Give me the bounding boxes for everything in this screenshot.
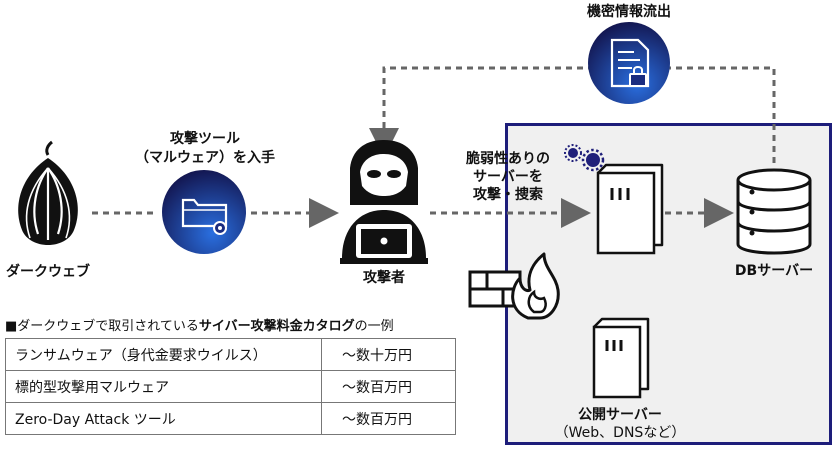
catalog-table: ランサムウェア（身代金要求ウイルス） ～数十万円 標的型攻撃用マルウェア ～数百… (5, 338, 456, 435)
catalog-title-prefix: ■ダークウェブで取引されている (5, 319, 199, 334)
tool-label-line2: （マルウェア）を入手 (135, 150, 275, 166)
table-row: 標的型攻撃用マルウェア ～数百万円 (5, 370, 456, 403)
document-lock-icon (588, 22, 670, 104)
catalog-title-suffix: の一例 (354, 319, 394, 334)
catalog-title: ■ダークウェブで取引されているサイバー攻撃料金カタログの一例 (5, 315, 394, 334)
hacker-icon (340, 140, 428, 264)
database-icon (736, 168, 812, 255)
catalog-item: 標的型攻撃用マルウェア (5, 370, 322, 403)
darkweb-label: ダークウェブ (6, 264, 90, 280)
table-row: ランサムウェア（身代金要求ウイルス） ～数十万円 (5, 338, 456, 371)
server-icon-attacked (596, 163, 664, 255)
catalog-price: ～数十万円 (321, 338, 456, 371)
table-row: Zero-Day Attack ツール ～数百万円 (5, 402, 456, 435)
tool-label-line1: 攻撃ツール (170, 131, 240, 147)
folder-gear-icon (162, 170, 246, 254)
vuln-label-line2: サーバーを (473, 169, 543, 185)
onion-icon (18, 140, 78, 245)
db-label: DBサーバー (734, 263, 814, 279)
virus-icon (564, 144, 605, 172)
server-icon-public (592, 317, 650, 399)
catalog-title-bold: サイバー攻撃料金カタログ (198, 319, 355, 334)
public-server-label-line1: 公開サーバー (578, 407, 662, 423)
attacker-label: 攻撃者 (363, 270, 405, 286)
fire-icon (511, 252, 560, 320)
catalog-price: ～数百万円 (321, 370, 456, 403)
vuln-label-line1: 脆弱性ありの (466, 151, 550, 167)
arrow-leak-path (369, 66, 776, 163)
catalog-item: ランサムウェア（身代金要求ウイルス） (5, 338, 322, 371)
leak-label: 機密情報流出 (587, 4, 671, 20)
vuln-label-line3: 攻撃・捜索 (473, 187, 543, 203)
public-server-label-line2: （Web、DNSなど） (554, 425, 686, 441)
catalog-item: Zero-Day Attack ツール (5, 402, 322, 435)
catalog-price: ～数百万円 (321, 402, 456, 435)
